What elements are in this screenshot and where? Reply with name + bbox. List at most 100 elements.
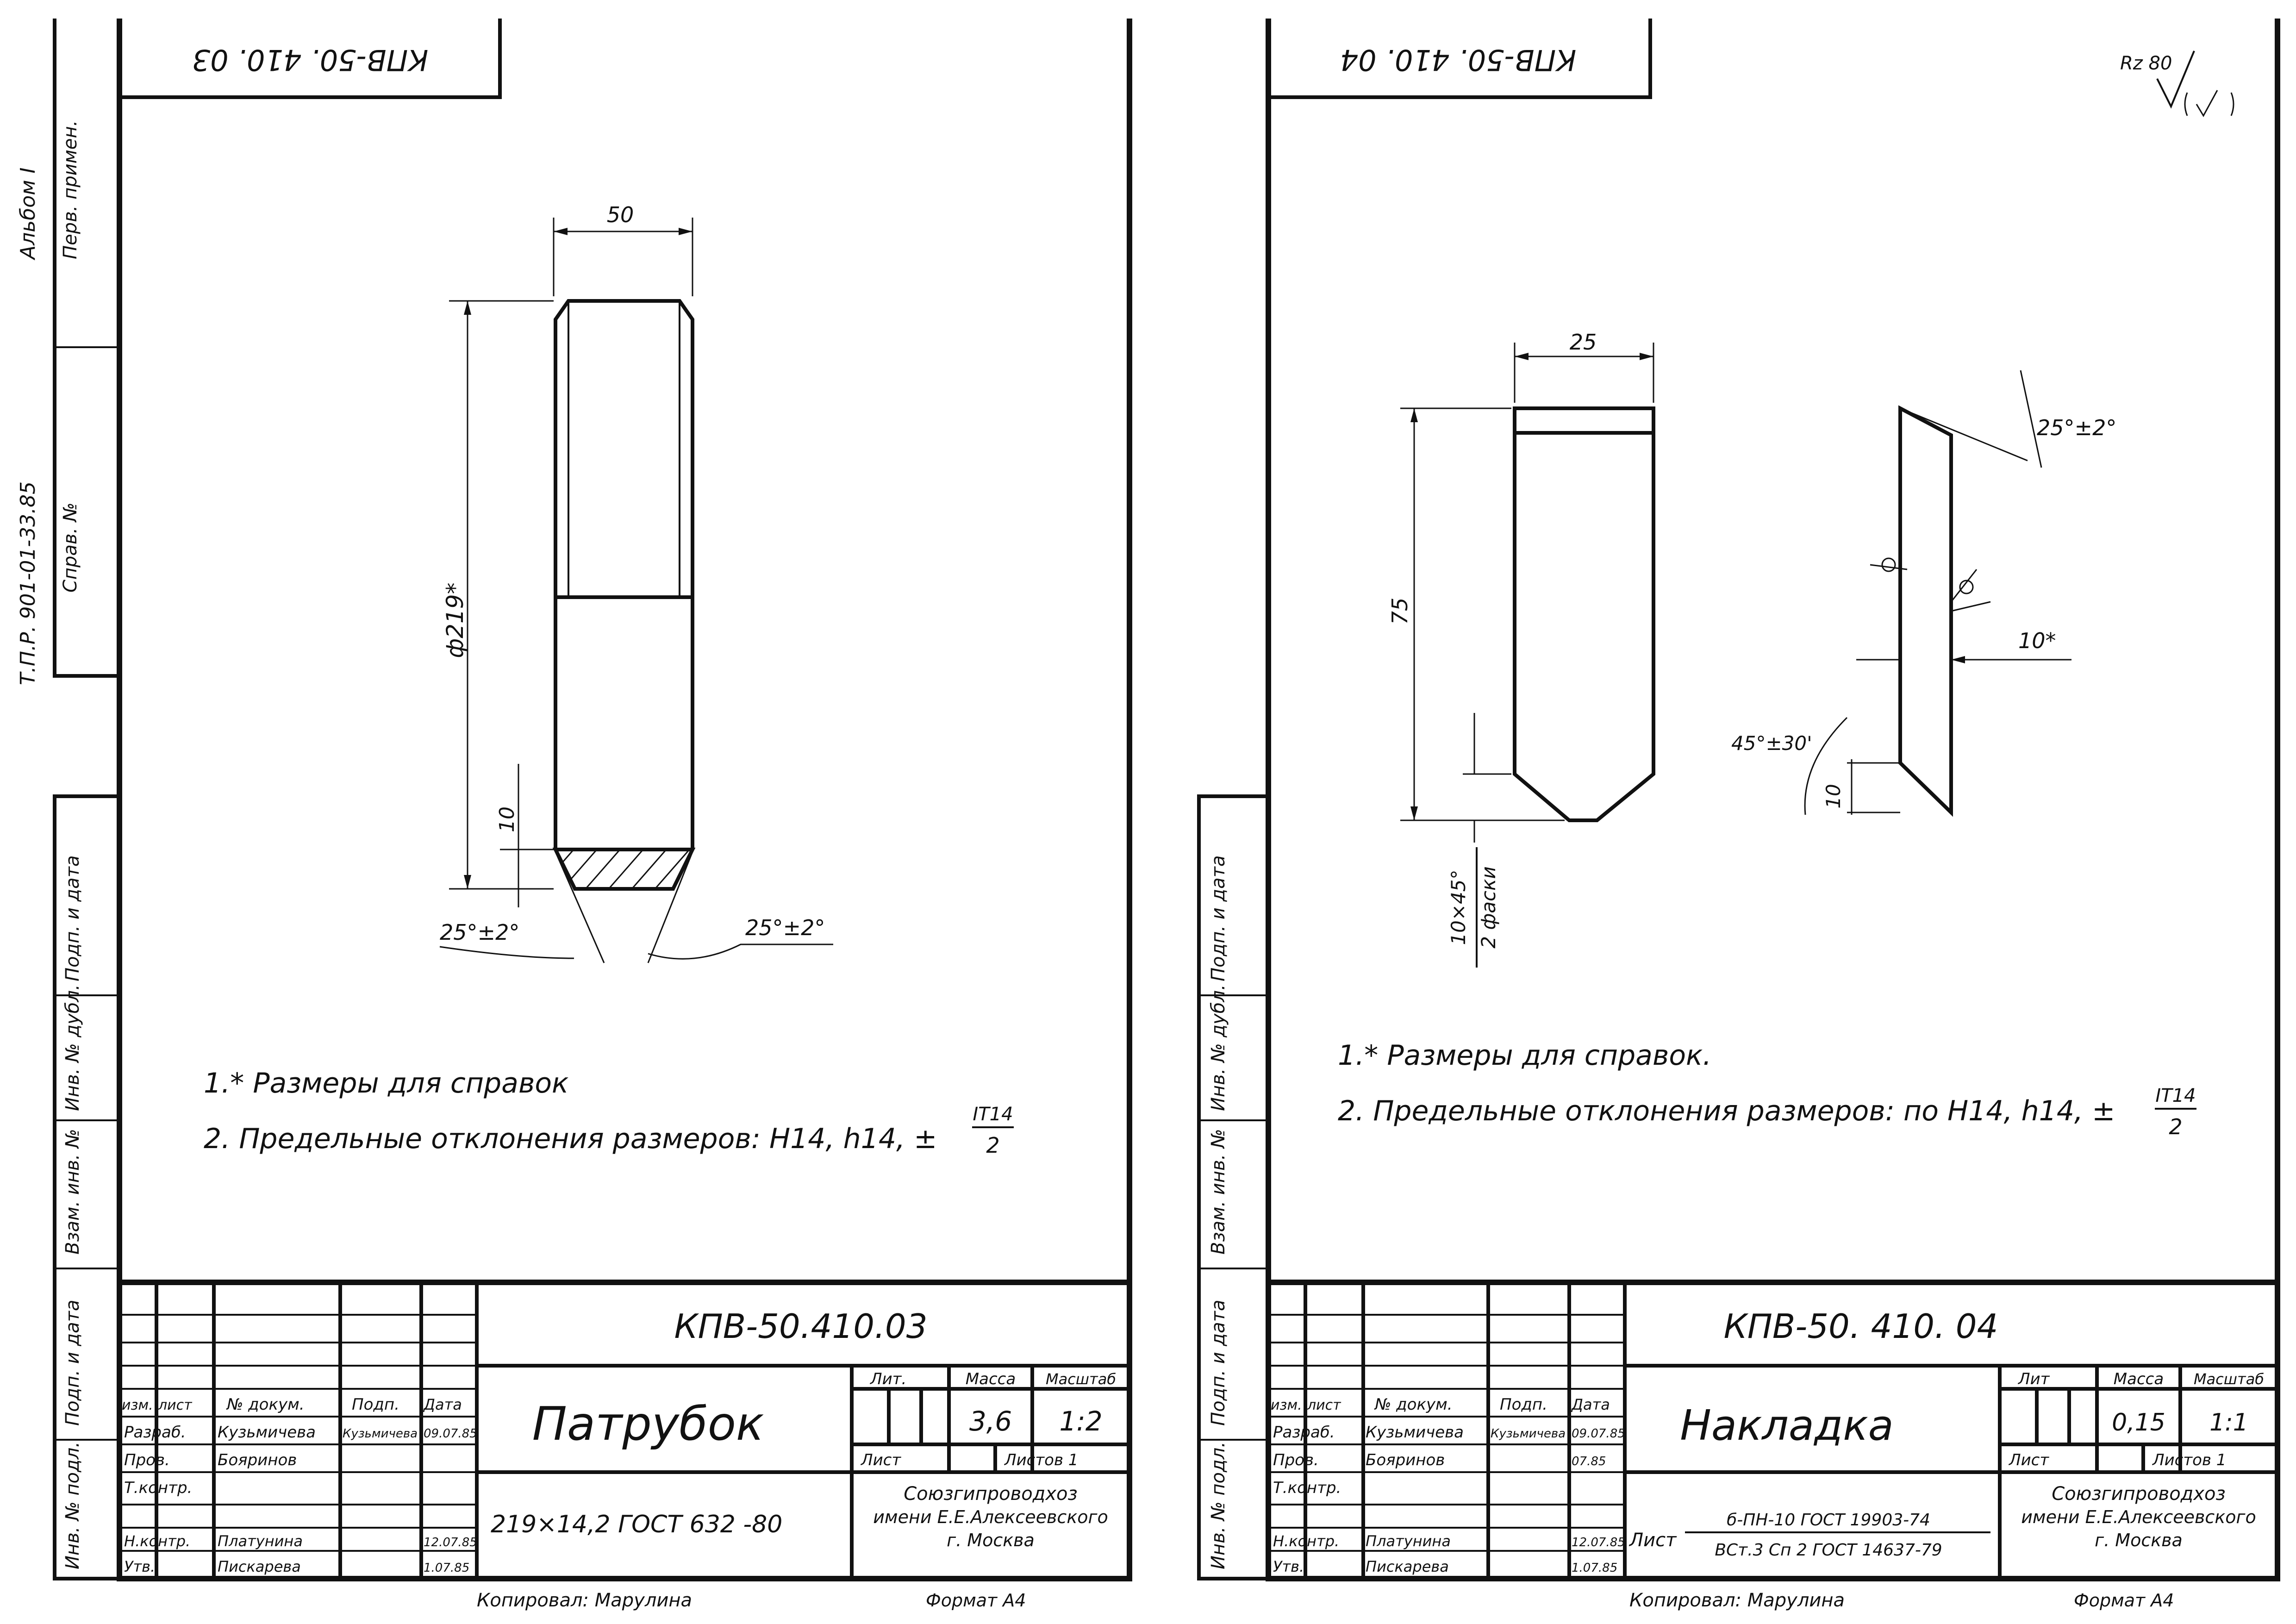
tb-mass-label: Масса <box>2114 1370 2164 1388</box>
tb-role-1: Пров. <box>1273 1451 1319 1469</box>
tb-org-3: г. Москва <box>947 1530 1035 1550</box>
dim-width-25: 25 <box>1570 330 1597 355</box>
sheet-left: Подп. и дата Инв. № дубл. Взам. инв. № П… <box>53 19 1132 1611</box>
format-label: Формат А4 <box>926 1590 1026 1611</box>
tb-role-2: Т.контр. <box>1273 1479 1341 1497</box>
tb-name-0: Кузьмичева <box>1366 1423 1464 1442</box>
tb-role-4: Утв. <box>124 1558 155 1575</box>
tb-name: Патрубок <box>532 1397 764 1451</box>
notes-left: 1.* Размеры для справок 2. Предельные от… <box>204 1067 1014 1158</box>
dim-chamfer: 10×45° <box>1447 869 1470 945</box>
margin-podp-data: Подп. и дата <box>62 856 83 981</box>
tb-hdr-list: лист <box>158 1397 193 1413</box>
margin-podp-data-2: Подп. и дата <box>1208 1300 1229 1426</box>
margin-inv-dubl: Инв. № дубл. <box>62 984 83 1111</box>
tb-sheet-label: Лист <box>860 1451 901 1469</box>
tb-hdr-date: Дата <box>423 1396 462 1413</box>
title-block-left: изм. лист № докум. Подп. Дата Разраб. Ку… <box>119 1280 1129 1579</box>
tb-date-3: 12.07.85 <box>1572 1536 1625 1549</box>
tb-designation: КПВ-50. 410. 04 <box>1724 1307 1998 1346</box>
dim-diameter-219: ф219* <box>442 582 468 658</box>
tb-role-0: Разраб. <box>124 1423 186 1442</box>
dim-width-50: 50 <box>607 202 634 227</box>
note-2: 2. Предельные отклонения размеров: Н14, … <box>204 1123 937 1155</box>
tb-designation: КПВ-50.410.03 <box>674 1307 927 1346</box>
dim-height-75: 75 <box>1387 598 1412 625</box>
margin-inv-podl: Инв. № подл. <box>1208 1442 1229 1569</box>
tb-org-1: Союзгипроводхоз <box>904 1483 1078 1505</box>
tb-org-2: имени Е.Е.Алексеевского <box>2021 1507 2256 1527</box>
tb-hdr-izm: изм. <box>1271 1397 1302 1413</box>
dim-angle-45: 45°±30' <box>1731 732 1812 755</box>
tb-role-1: Пров. <box>124 1451 170 1469</box>
tb-date-3: 12.07.85 <box>424 1536 477 1549</box>
tb-hdr-doc: № докум. <box>226 1395 305 1414</box>
sheet-right: Подп. и дата Инв. № дубл. Взам. инв. № П… <box>1197 19 2280 1611</box>
margin-vzam-inv: Взам. инв. № <box>62 1129 83 1255</box>
tb-hdr-list: лист <box>1307 1397 1341 1413</box>
tb-name-3: Платунина <box>1366 1532 1451 1550</box>
tb-scale: 1:1 <box>2209 1409 2248 1437</box>
copied-by: Копировал: Марулина <box>477 1590 692 1611</box>
tb-material-top: б-ПН-10 ГОСТ 19903-74 <box>1727 1511 1930 1530</box>
note-fraction-den: 2 <box>2169 1114 2182 1139</box>
roughness-mark: Rz 80 <box>2120 50 2234 118</box>
tb-scale: 1:2 <box>1059 1405 1102 1437</box>
tb-hdr-doc: № докум. <box>1374 1395 1453 1414</box>
tb-role-4: Утв. <box>1273 1558 1304 1575</box>
sheet-code-rotated: КПВ-50. 410. 03 <box>192 43 429 77</box>
tb-name-1: Бояринов <box>218 1451 297 1469</box>
tb-sheets-label: Листов 1 <box>1004 1451 1078 1469</box>
note-2: 2. Предельные отклонения размеров: по Н1… <box>1338 1095 2115 1127</box>
tb-lit-label: Лит. <box>869 1370 906 1388</box>
note-1: 1.* Размеры для справок. <box>1338 1039 1711 1072</box>
margin-inv-podl: Инв. № подл. <box>62 1442 83 1569</box>
note-fraction-num: IT14 <box>973 1104 1013 1125</box>
tb-name-1: Бояринов <box>1366 1451 1445 1469</box>
dim-h10: 10 <box>1822 784 1845 808</box>
margin-perv-primen: Перв. примен. <box>60 120 81 259</box>
margin-vzam-inv: Взам. инв. № <box>1208 1129 1229 1255</box>
tb-lit-label: Лит <box>2017 1370 2050 1388</box>
series-number: Т.П.Р. 901-01-33.85 <box>16 481 40 685</box>
notes-right: 1.* Размеры для справок. 2. Предельные о… <box>1338 1039 2196 1139</box>
tb-role-0: Разраб. <box>1273 1423 1335 1442</box>
part-drawing-patrubok: 50 ф219* 10 25°±2° 25°±2° <box>439 202 833 963</box>
dim-chamfer-note: 2 фаски <box>1477 866 1500 948</box>
dim-angle-right: 25°±2° <box>745 915 825 940</box>
tb-role-3: Н.контр. <box>124 1532 190 1550</box>
roughness-value: Rz 80 <box>2120 53 2172 74</box>
dim-angle-left: 25°±2° <box>440 920 519 945</box>
tb-scale-label: Масштаб <box>1046 1370 1116 1388</box>
tb-sign-0: Кузьмичева <box>343 1427 418 1441</box>
tb-name-3: Платунина <box>218 1532 303 1550</box>
tb-material-prefix: Лист <box>1628 1530 1677 1551</box>
left-binding-strip: Альбом I Т.П.Р. 901-01-33.85 Перв. приме… <box>16 19 121 685</box>
tb-hdr-date: Дата <box>1571 1396 1610 1413</box>
tb-org-1: Союзгипроводхоз <box>2052 1483 2226 1505</box>
tb-mass: 3,6 <box>969 1405 1012 1437</box>
tb-name-0: Кузьмичева <box>218 1423 316 1442</box>
tb-sheets-label: Листов 1 <box>2152 1451 2226 1469</box>
tb-name-4: Пискарева <box>1366 1558 1449 1575</box>
margin-inv-dubl: Инв. № дубл. <box>1208 984 1229 1111</box>
tb-hdr-sign: Подп. <box>352 1395 399 1414</box>
tb-material: 219×14,2 ГОСТ 632 -80 <box>491 1511 782 1538</box>
tb-org-3: г. Москва <box>2095 1530 2183 1550</box>
tb-date-1: 07.85 <box>1572 1455 1606 1468</box>
tb-material-bottom: ВСт.3 Сп 2 ГОСТ 14637-79 <box>1715 1541 1942 1560</box>
tb-org-2: имени Е.Е.Алексеевского <box>873 1507 1108 1527</box>
margin-sprav-no: Справ. № <box>60 502 81 593</box>
part-drawing-nakladka: 25 75 10×45° 2 фаски <box>1387 330 1655 968</box>
tb-scale-label: Масштаб <box>2194 1370 2264 1388</box>
dim-thickness-10: 10* <box>2018 628 2056 653</box>
tb-role-3: Н.контр. <box>1273 1532 1339 1550</box>
tb-role-2: Т.контр. <box>124 1479 192 1497</box>
part-drawing-nakladka-side: 25°±2° 10* 45°±30' 10 <box>1731 370 2116 817</box>
tb-name-4: Пискарева <box>218 1558 301 1575</box>
title-block-right: изм. лист № докум. Подп. Дата Разраб. Ку… <box>1268 1280 2277 1579</box>
dim-bevel-10: 10 <box>495 806 519 832</box>
note-1: 1.* Размеры для справок <box>204 1067 568 1099</box>
tb-sheet-label: Лист <box>2008 1451 2049 1469</box>
